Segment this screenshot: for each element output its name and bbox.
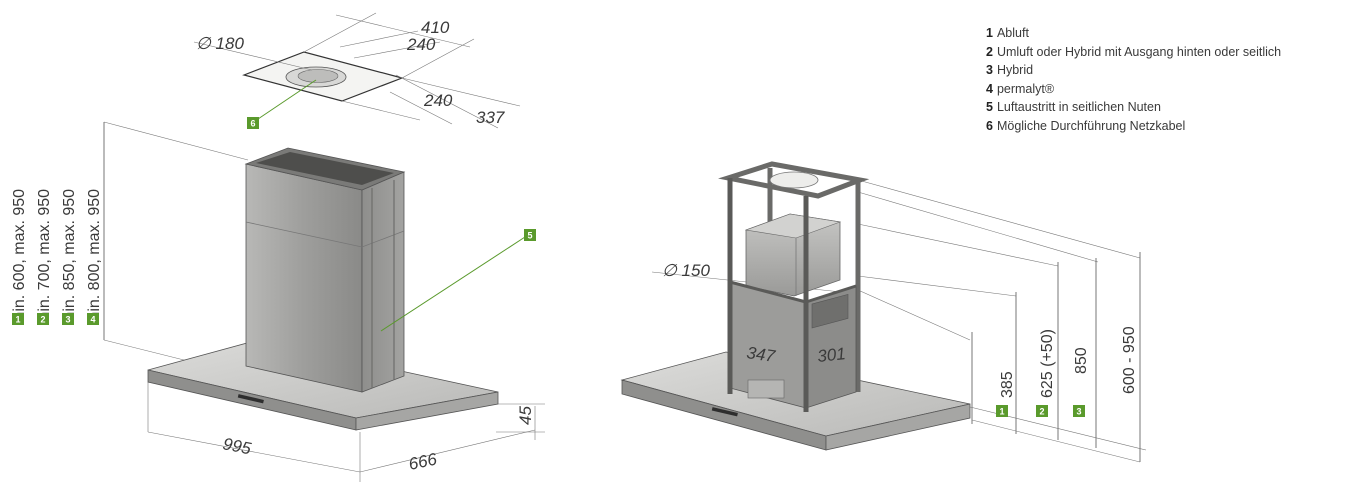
- plate-depth-inner-label: 240: [423, 91, 453, 110]
- right-height-badge-1: 1: [996, 405, 1008, 417]
- width-label: 995: [221, 434, 253, 458]
- svg-text:1: 1: [16, 315, 21, 325]
- right-height-label-3: 850: [1073, 347, 1090, 374]
- plate-diameter-label: ∅ 180: [196, 34, 244, 53]
- leader-line-5: [380, 236, 526, 332]
- svg-text:3: 3: [66, 315, 71, 325]
- height-label-4: min. 800, max. 950: [86, 189, 103, 325]
- height-badge-1: 1: [12, 313, 24, 325]
- inner-right-label: 301: [816, 344, 846, 366]
- left-chimney: [244, 147, 406, 393]
- leader-line-6: [257, 79, 317, 120]
- right-height-label-1: 385: [999, 371, 1016, 398]
- right-cage: [718, 161, 870, 412]
- height-badge-3: 3: [62, 313, 74, 325]
- thickness-label: 45: [516, 406, 535, 425]
- height-badge-4: 4: [87, 313, 99, 325]
- height-label-3: min. 850, max. 950: [61, 189, 78, 325]
- height-label-2: min. 700, max. 950: [36, 189, 53, 325]
- badge-5: 5: [524, 229, 536, 241]
- badge-6: 6: [247, 117, 259, 129]
- depth-label: 666: [407, 449, 439, 474]
- right-height-label-2: 625 (+50): [1039, 329, 1056, 398]
- right-height-badge-2: 2: [1036, 405, 1048, 417]
- svg-text:4: 4: [91, 315, 96, 325]
- right-diameter-label: ∅ 150: [662, 261, 710, 280]
- svg-text:1: 1: [1000, 407, 1005, 417]
- height-label-1: min. 600, max. 950: [11, 189, 28, 325]
- plate-width-inner-label: 240: [406, 35, 436, 54]
- svg-text:5: 5: [528, 231, 533, 241]
- mounting-plate: [242, 51, 404, 102]
- right-height-badge-3: 3: [1073, 405, 1085, 417]
- svg-text:6: 6: [251, 119, 256, 129]
- inner-left-label: 347: [745, 343, 776, 366]
- svg-text:2: 2: [1040, 407, 1045, 417]
- right-height-label-4: 600 - 950: [1121, 326, 1138, 394]
- svg-text:3: 3: [1077, 407, 1082, 417]
- height-badge-2: 2: [37, 313, 49, 325]
- svg-text:2: 2: [41, 315, 46, 325]
- plate-depth-outer-label: 337: [476, 108, 505, 127]
- plate-dimension-lines: [193, 12, 521, 129]
- plate-width-outer-label: 410: [421, 18, 450, 37]
